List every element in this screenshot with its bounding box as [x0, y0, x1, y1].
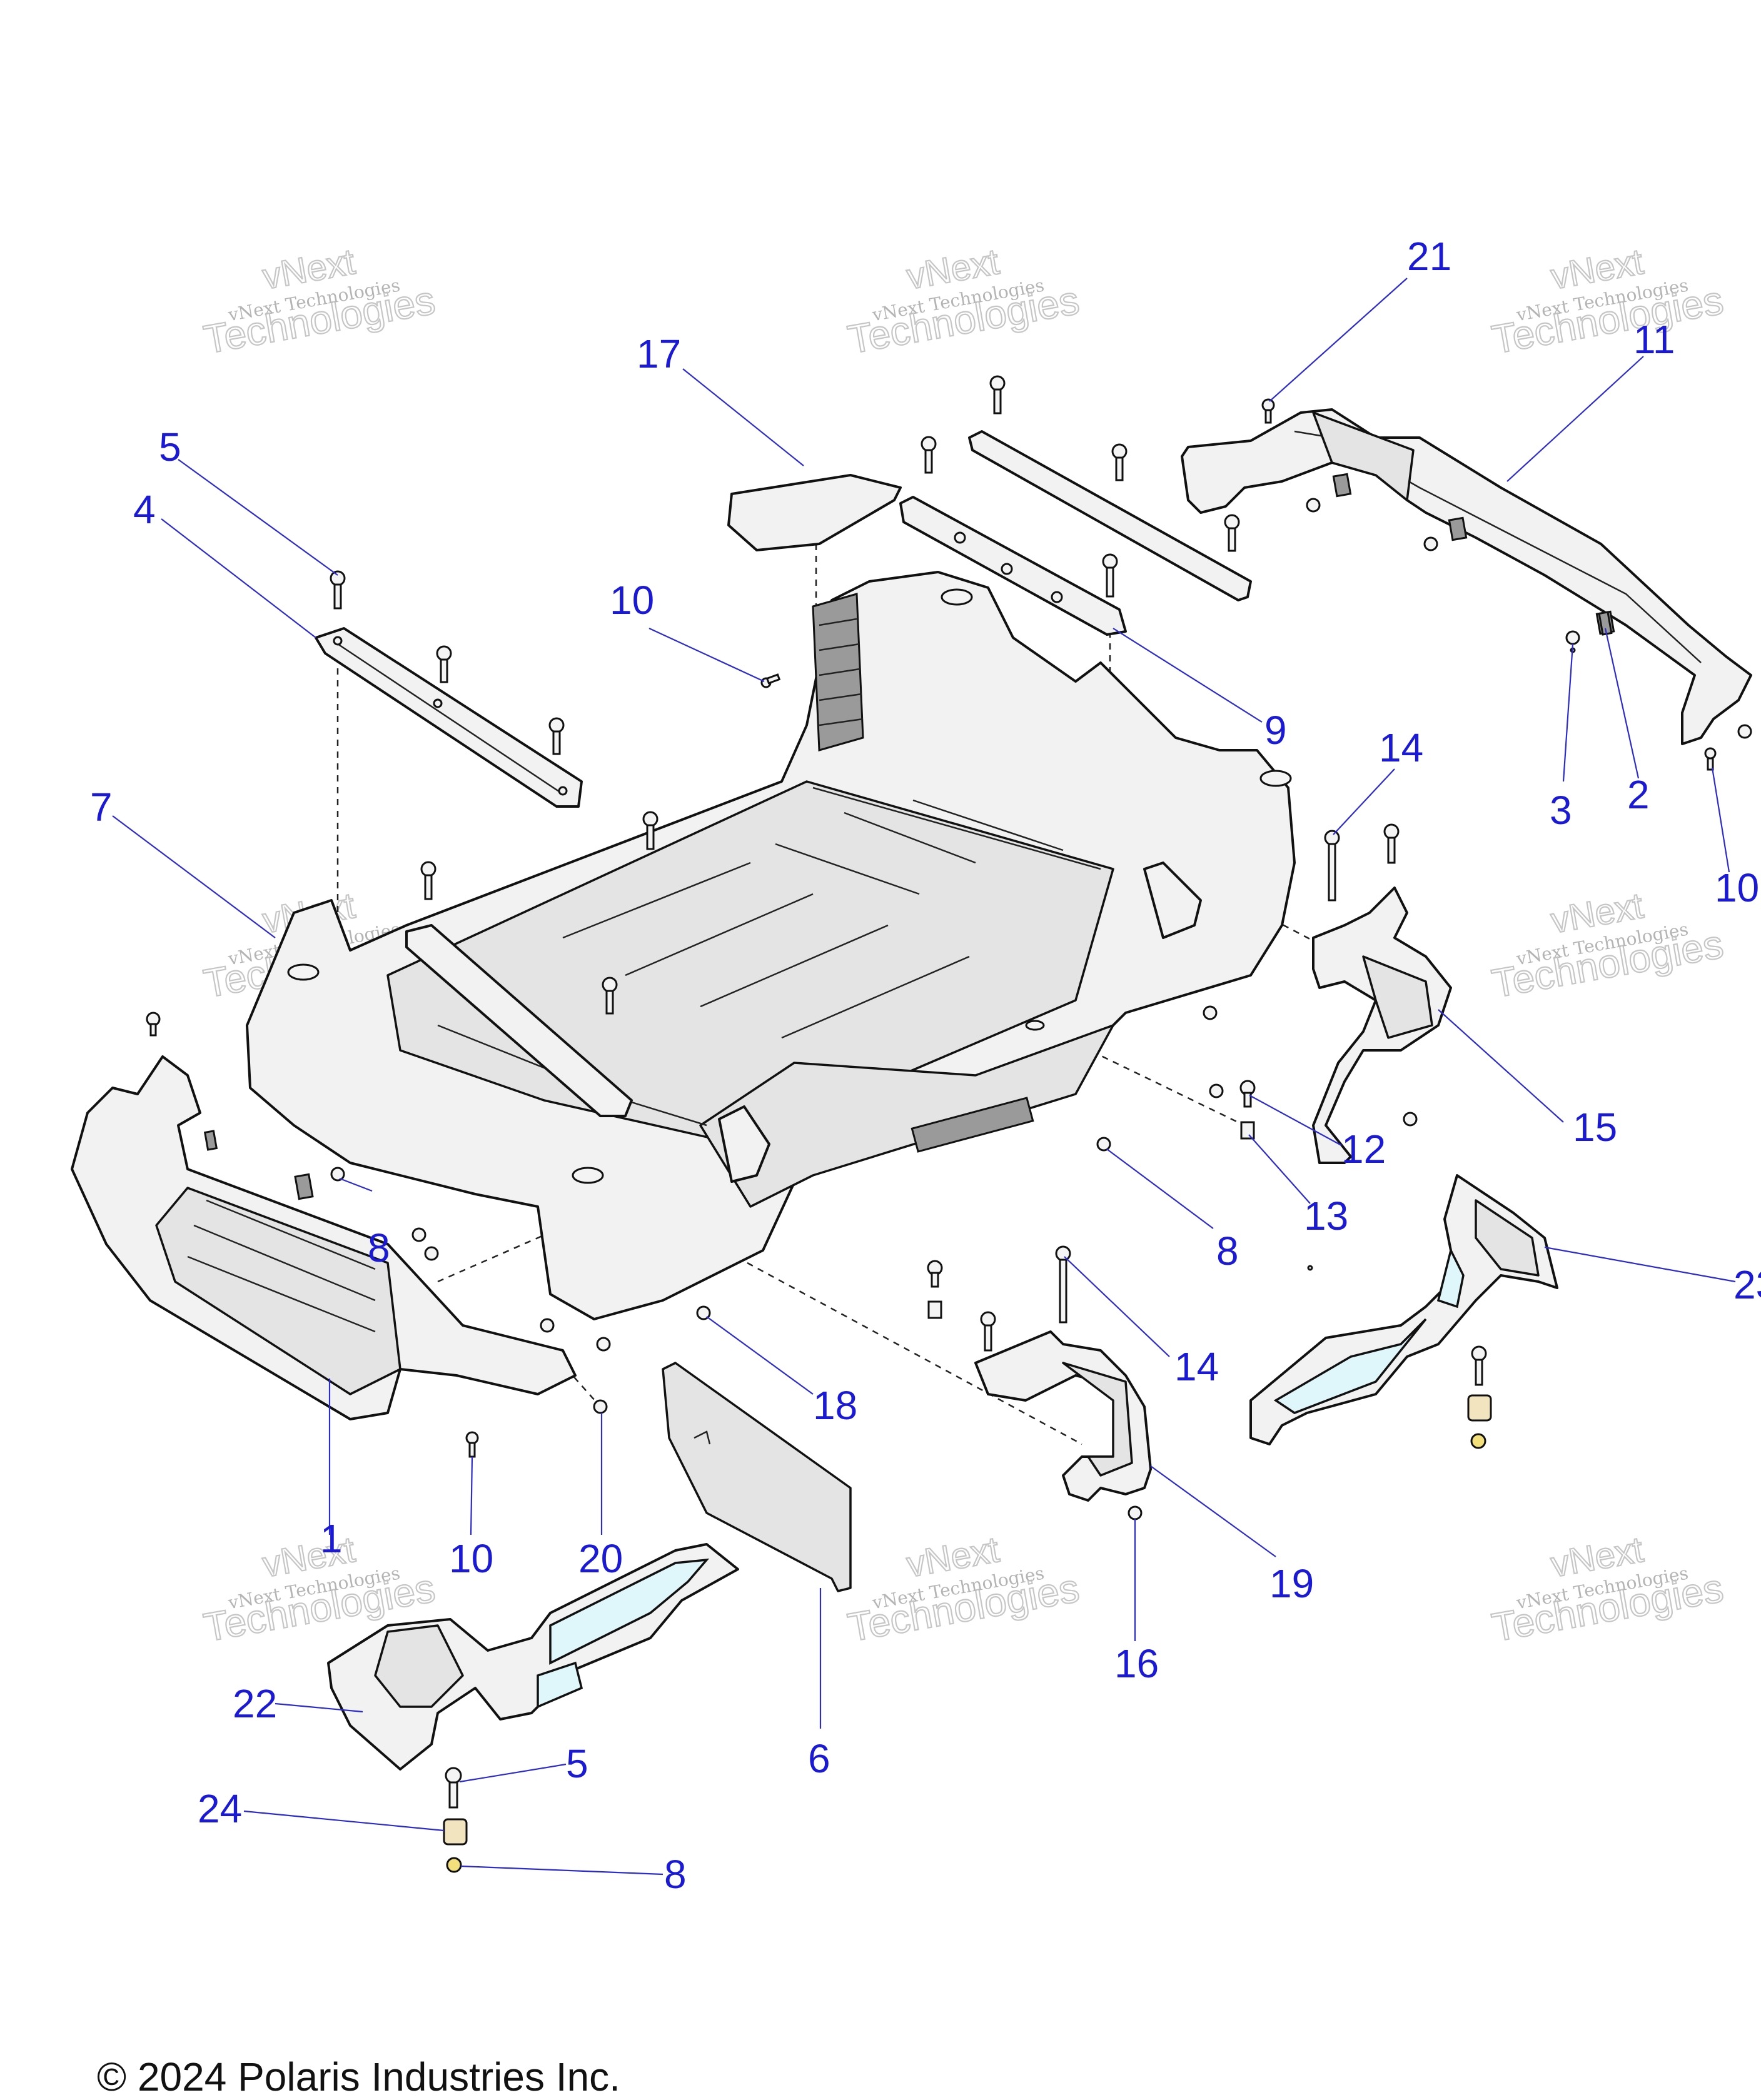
nut-15 — [1403, 1112, 1418, 1127]
callout-20: 20 — [578, 1536, 623, 1581]
bolt-9c — [1111, 443, 1128, 481]
nut-8g — [1203, 1005, 1218, 1020]
nut-8-lower-left — [446, 1857, 462, 1873]
bolt-9d — [1224, 514, 1240, 552]
front-panel — [71, 1055, 577, 1420]
step-15 — [1312, 887, 1452, 1164]
clip-13 — [1240, 1121, 1255, 1140]
callout-21: 21 — [1407, 234, 1451, 279]
leader-lines — [112, 278, 1736, 1876]
callout-15: 15 — [1573, 1105, 1617, 1150]
nut-11a — [1306, 498, 1321, 513]
copyright-notice: © 2024 Polaris Industries Inc. — [97, 2054, 620, 2099]
nut-8-lower-right — [1470, 1433, 1486, 1449]
bolt-floor-c — [602, 977, 618, 1015]
nut-18 — [696, 1305, 711, 1320]
callout-5-top: 5 — [159, 425, 181, 470]
callout-22: 22 — [233, 1681, 277, 1726]
watermark-bottom-center: vNext vNext Technologies Technologies — [844, 1529, 1083, 1651]
bolt-9b — [921, 436, 937, 474]
callout-11: 11 — [1633, 317, 1675, 362]
step-19 — [974, 1330, 1152, 1502]
callout-10-top: 10 — [610, 578, 654, 623]
watermark-mid-right: vNext vNext Technologies Technologies — [1488, 885, 1727, 1007]
clip-12 — [1239, 1080, 1256, 1108]
bolt-21 — [1261, 398, 1275, 424]
nut-8c — [424, 1246, 439, 1261]
watermark-bottom-right: vNext vNext Technologies Technologies — [1488, 1529, 1727, 1651]
callout-3: 3 — [1550, 788, 1572, 833]
callout-8-bottom: 8 — [664, 1852, 687, 1897]
nut-8d — [540, 1318, 555, 1333]
callouts: 21 11 17 5 4 10 9 14 3 2 10 7 15 12 13 8… — [90, 234, 1761, 1897]
bolt-14b — [1383, 823, 1400, 864]
callout-10-right: 10 — [1715, 865, 1759, 910]
bolt-10c — [465, 1431, 479, 1458]
nut-8h — [1209, 1083, 1224, 1098]
guard-22 — [327, 1543, 739, 1771]
callout-24: 24 — [198, 1786, 242, 1831]
callout-13: 13 — [1304, 1193, 1348, 1238]
floor-tub-assembly — [246, 571, 1296, 1320]
spacer-24 — [443, 1818, 468, 1846]
callout-1: 1 — [320, 1516, 343, 1561]
callout-5-bottom: 5 — [566, 1741, 588, 1786]
bolt-4a — [436, 645, 452, 683]
bolt-9a — [989, 375, 1006, 414]
callout-17: 17 — [637, 331, 681, 376]
nut-16 — [1128, 1505, 1143, 1520]
callout-14-mid: 14 — [1174, 1344, 1219, 1389]
bolt-4b — [548, 717, 565, 755]
bracket-4 — [315, 627, 583, 808]
bolt-9e — [1102, 553, 1118, 598]
callout-14-top: 14 — [1379, 725, 1423, 770]
callout-4: 4 — [133, 487, 156, 532]
watermark-top-center: vNext vNext Technologies Technologies — [844, 241, 1083, 363]
watermark-top-left: vNext vNext Technologies Technologies — [199, 241, 439, 363]
bolt-14c — [1055, 1245, 1071, 1324]
bolt-front — [146, 1012, 161, 1037]
bolt-floor-a — [642, 811, 658, 850]
guard-23 — [1249, 1174, 1558, 1445]
callout-12: 12 — [1341, 1127, 1386, 1172]
callout-23: 23 — [1733, 1262, 1761, 1307]
clip-12b — [927, 1260, 943, 1288]
callout-7: 7 — [90, 785, 113, 830]
callout-16: 16 — [1114, 1641, 1159, 1686]
skid-plate-6 — [662, 1362, 852, 1592]
callout-8-mid: 8 — [1216, 1228, 1239, 1274]
bracket-7 — [405, 924, 633, 1117]
bolt-23 — [1471, 1345, 1487, 1386]
nut-8f — [1096, 1137, 1111, 1152]
bolt-5-lower — [445, 1767, 462, 1809]
callout-8-left: 8 — [368, 1225, 390, 1270]
watermark-top-right: vNext vNext Technologies Technologies — [1488, 241, 1727, 363]
bolt-14a — [1324, 830, 1340, 902]
spacer-24b — [1467, 1394, 1492, 1422]
nut-8a — [330, 1167, 345, 1182]
rear-bumper-11 — [1181, 408, 1752, 745]
bolt-floor-b — [420, 861, 436, 900]
callout-6: 6 — [808, 1736, 830, 1781]
callout-19: 19 — [1269, 1561, 1314, 1606]
bolt-10b — [1704, 747, 1717, 771]
bolt-5-upper — [330, 570, 346, 610]
callout-9: 9 — [1264, 708, 1287, 753]
callout-18: 18 — [813, 1383, 857, 1428]
clip-13b — [927, 1300, 942, 1319]
nut-10b — [1737, 724, 1752, 739]
nut-8b — [411, 1227, 426, 1242]
callout-10-bottom: 10 — [449, 1536, 493, 1581]
cover-17 — [727, 474, 902, 551]
bracket-9 — [899, 430, 1252, 636]
nut-20 — [593, 1399, 608, 1414]
bolt-19 — [980, 1311, 996, 1352]
callout-2: 2 — [1627, 772, 1650, 817]
bolt-10a — [760, 673, 781, 688]
nut-11b — [1423, 536, 1438, 551]
nut-3 — [1565, 630, 1580, 645]
nut-8e — [596, 1337, 611, 1352]
